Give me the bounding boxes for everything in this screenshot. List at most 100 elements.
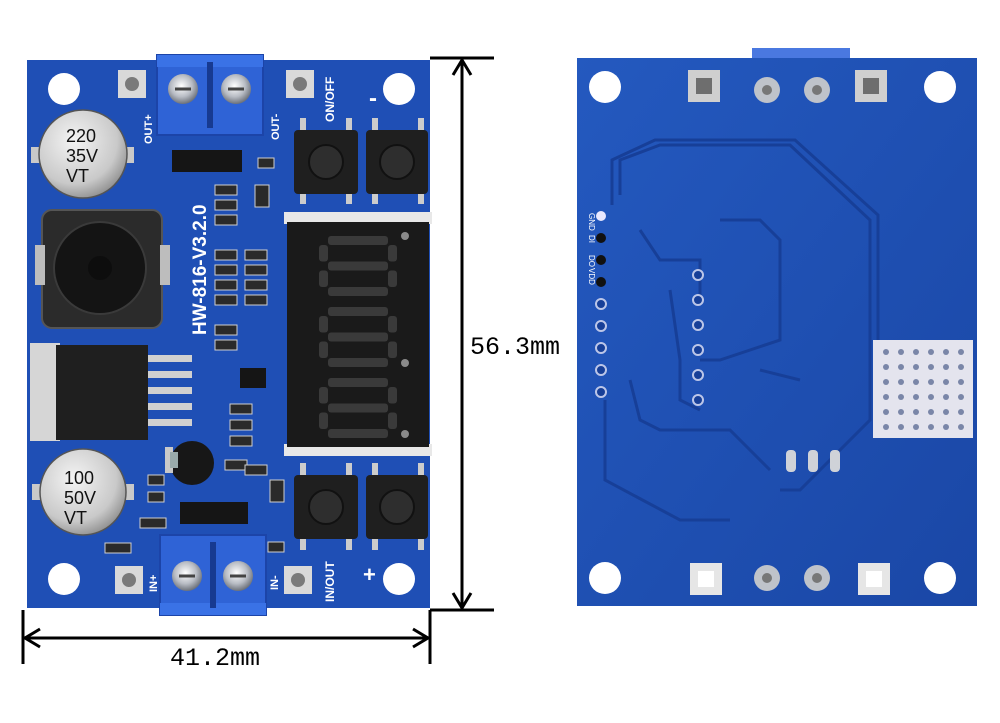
ic-chip bbox=[240, 368, 266, 388]
back-pcb bbox=[577, 58, 977, 606]
pin-label-gnd: GND bbox=[587, 213, 596, 231]
via bbox=[943, 349, 949, 355]
dimension-lines bbox=[21, 56, 494, 664]
inductor bbox=[35, 209, 170, 329]
label-plus: + bbox=[363, 562, 376, 587]
display-segment bbox=[388, 387, 397, 404]
mount-hole bbox=[589, 71, 621, 103]
via bbox=[958, 364, 964, 370]
via bbox=[883, 424, 889, 430]
display-segment bbox=[388, 270, 397, 287]
via bbox=[958, 424, 964, 430]
display-segment bbox=[328, 429, 388, 438]
via bbox=[913, 364, 919, 370]
display-segment bbox=[388, 412, 397, 429]
display-segment bbox=[388, 341, 397, 358]
transistor bbox=[165, 441, 214, 485]
mount-hole bbox=[383, 73, 415, 105]
capacitor-bottom-series: VT bbox=[64, 508, 87, 528]
pin-label-do: DO bbox=[587, 255, 596, 267]
via bbox=[958, 409, 964, 415]
minus-button[interactable] bbox=[366, 118, 428, 204]
capacitor-top-value: 220 bbox=[66, 126, 96, 146]
header-pins-left bbox=[595, 211, 607, 398]
via bbox=[913, 349, 919, 355]
label-in-plus: IN+ bbox=[148, 575, 160, 592]
front-board: OUT+ OUT- IN+ IN- 220 35V VT bbox=[27, 54, 432, 616]
width-dimension-label: 41.2mm bbox=[170, 644, 261, 673]
on-off-button[interactable] bbox=[294, 118, 358, 204]
mount-hole bbox=[924, 562, 956, 594]
display-segment bbox=[328, 358, 388, 367]
mount-hole bbox=[48, 563, 80, 595]
plus-button[interactable] bbox=[366, 463, 428, 550]
via bbox=[943, 409, 949, 415]
capacitor-top-voltage: 35V bbox=[66, 146, 98, 166]
via bbox=[943, 394, 949, 400]
seven-segment-display bbox=[284, 212, 432, 456]
via bbox=[913, 379, 919, 385]
via bbox=[943, 424, 949, 430]
display-segment bbox=[319, 412, 328, 429]
via bbox=[898, 364, 904, 370]
diode bbox=[180, 502, 248, 524]
capacitor-bottom-voltage: 50V bbox=[64, 488, 96, 508]
label-on-off: ON/OFF bbox=[323, 77, 337, 122]
display-segment bbox=[328, 307, 388, 316]
via bbox=[898, 394, 904, 400]
via bbox=[883, 364, 889, 370]
via bbox=[928, 349, 934, 355]
via bbox=[883, 409, 889, 415]
via bbox=[958, 349, 964, 355]
diode bbox=[172, 150, 242, 172]
in-out-button[interactable] bbox=[294, 463, 358, 550]
via bbox=[958, 394, 964, 400]
via bbox=[898, 409, 904, 415]
label-out-plus: OUT+ bbox=[143, 114, 155, 144]
display-segment bbox=[328, 236, 388, 245]
smd-components bbox=[104, 157, 285, 554]
header-pins-middle bbox=[692, 269, 704, 406]
capacitor-bottom-value: 100 bbox=[64, 468, 94, 488]
pin-label-di: DI bbox=[587, 235, 596, 243]
display-segment bbox=[328, 287, 388, 296]
display-segment bbox=[319, 270, 328, 287]
via bbox=[928, 409, 934, 415]
display-segment bbox=[328, 332, 388, 342]
decimal-point bbox=[401, 430, 409, 438]
display-segment bbox=[319, 341, 328, 358]
via bbox=[883, 394, 889, 400]
mount-hole bbox=[924, 71, 956, 103]
label-in-out: IN/OUT bbox=[323, 561, 337, 602]
thermal-pad bbox=[873, 340, 973, 438]
display-segment bbox=[328, 261, 388, 271]
via bbox=[898, 379, 904, 385]
display-segment bbox=[319, 316, 328, 333]
pcb-traces bbox=[603, 138, 880, 522]
decimal-point bbox=[401, 232, 409, 240]
mount-hole bbox=[48, 73, 80, 105]
display-segment bbox=[388, 245, 397, 262]
capacitor-220uf: 220 35V VT bbox=[31, 109, 134, 199]
via bbox=[928, 364, 934, 370]
via bbox=[943, 379, 949, 385]
via bbox=[928, 394, 934, 400]
smd-pads bbox=[786, 450, 840, 472]
capacitor-100uf: 100 50V VT bbox=[32, 448, 134, 536]
label-out-minus: OUT- bbox=[270, 113, 282, 140]
output-terminal-block bbox=[156, 54, 264, 136]
label-in-minus: IN- bbox=[269, 575, 281, 590]
capacitor-top-series: VT bbox=[66, 166, 89, 186]
via bbox=[898, 349, 904, 355]
via bbox=[958, 379, 964, 385]
via bbox=[898, 424, 904, 430]
display-segment bbox=[328, 403, 388, 413]
display-segment bbox=[319, 387, 328, 404]
input-terminal-block bbox=[159, 534, 267, 616]
via bbox=[928, 424, 934, 430]
model-label: HW-816-V3.2.0 bbox=[190, 204, 211, 335]
display-segment bbox=[319, 245, 328, 262]
via bbox=[913, 409, 919, 415]
